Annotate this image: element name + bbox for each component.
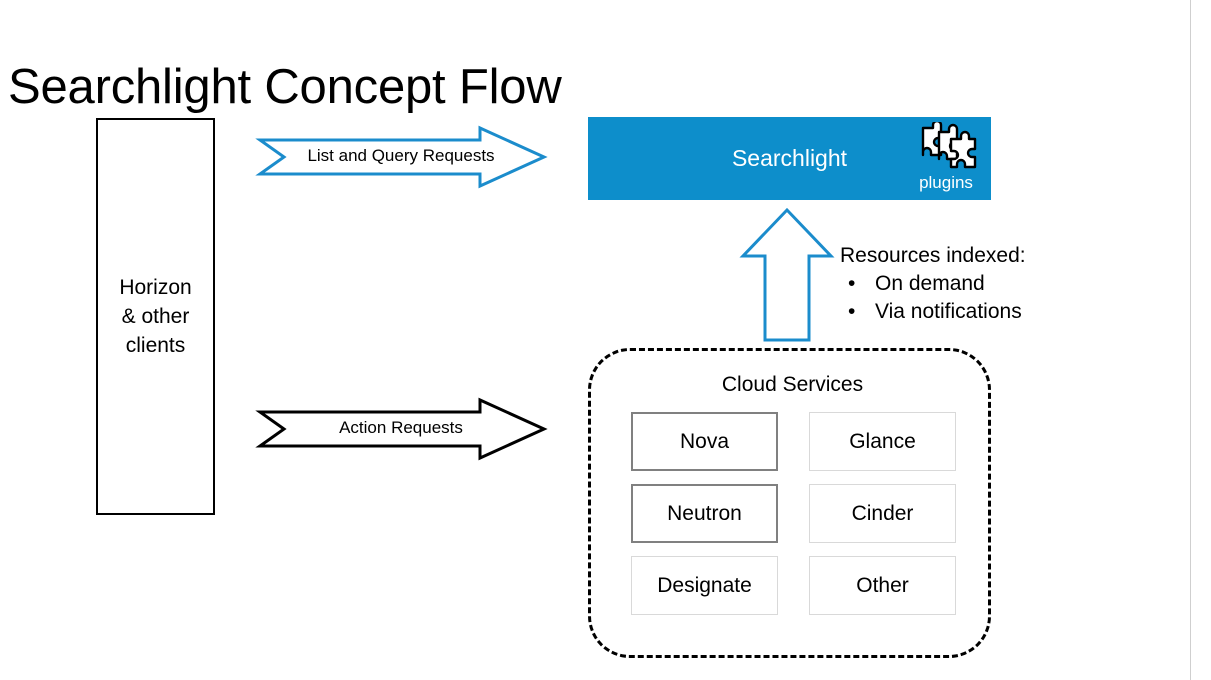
plugins-badge: plugins <box>907 121 985 197</box>
plugins-label: plugins <box>919 173 973 192</box>
service-box-other: Other <box>809 556 956 615</box>
cloud-services-grid: Nova Glance Neutron Cinder Designate Oth… <box>631 412 956 615</box>
action-requests-label: Action Requests <box>339 418 463 437</box>
service-box-glance: Glance <box>809 412 956 471</box>
service-box-designate: Designate <box>631 556 778 615</box>
list-and-query-requests-arrow <box>255 125 548 189</box>
cloud-services-group: Cloud Services Nova Glance Neutron Cinde… <box>588 348 991 658</box>
clients-box-label: Horizon & other clients <box>119 276 192 357</box>
list-item: Via notifications <box>840 298 1140 326</box>
service-box-cinder: Cinder <box>809 484 956 543</box>
list-item: On demand <box>840 270 1140 298</box>
service-box-nova: Nova <box>631 412 778 471</box>
cloud-services-title: Cloud Services <box>721 373 864 396</box>
searchlight-component: Searchlight plugins <box>588 117 991 200</box>
service-box-neutron: Neutron <box>631 484 778 543</box>
indexing-up-arrow <box>739 207 835 342</box>
slide-right-border <box>1190 0 1191 680</box>
page-title: Searchlight Concept Flow <box>8 60 562 114</box>
resources-indexed-list: On demand Via notifications <box>840 270 1140 326</box>
puzzle-pieces-icon <box>921 122 977 169</box>
searchlight-title: Searchlight <box>731 145 848 171</box>
clients-box: Horizon & other clients <box>96 118 215 515</box>
resources-indexed-block: Resources indexed: On demand Via notific… <box>840 242 1140 326</box>
list-and-query-requests-label: List and Query Requests <box>307 146 495 165</box>
resources-indexed-heading: Resources indexed: <box>840 244 1026 267</box>
action-requests-arrow <box>255 397 548 461</box>
